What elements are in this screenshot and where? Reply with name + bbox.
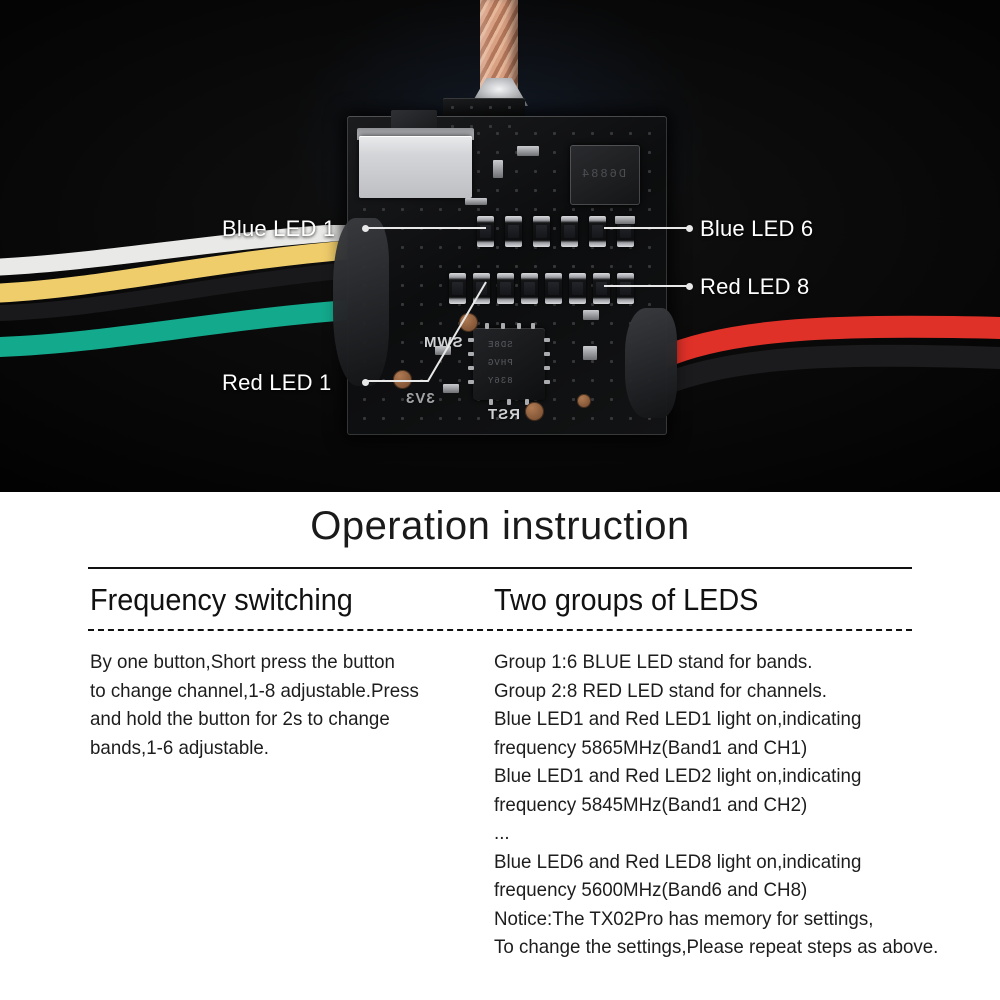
ic-pin-bottom <box>525 399 529 405</box>
body-line: To change the settings,Please repeat ste… <box>494 936 939 958</box>
ic-pin-right <box>544 380 550 384</box>
smd-resistor <box>443 384 459 393</box>
metal-shield-can <box>359 136 472 198</box>
body-line: Group 2:8 RED LED stand for channels. <box>494 679 827 702</box>
ic-pin-left <box>468 366 474 370</box>
body-line: Group 1:6 BLUE LED stand for bands. <box>494 651 813 673</box>
body-line: Blue LED1 and Red LED2 light on,indicati… <box>494 765 862 787</box>
body-line: Blue LED6 and Red LED8 light on,indicati… <box>494 850 862 873</box>
instruction-panel: Operation instruction Frequency switchin… <box>0 492 1000 1000</box>
silkscreen-3v3: 3V3 <box>405 390 435 407</box>
right-wire-bundle <box>649 315 1000 397</box>
body-line: ... <box>494 822 510 844</box>
red-led-6 <box>569 273 586 304</box>
ic-pin-top <box>485 323 489 329</box>
ic-pin-top <box>531 323 535 329</box>
red-led-7 <box>593 273 610 304</box>
hot-glue-right <box>625 308 677 418</box>
ic-pin-left <box>468 380 474 384</box>
smd-connector-pad <box>465 198 487 205</box>
red-led-3 <box>497 273 514 304</box>
red-led-5 <box>545 273 562 304</box>
ic-pin-left <box>468 352 474 356</box>
ic-pin-top <box>501 323 505 329</box>
blue-led-3 <box>533 216 550 247</box>
two-groups-of-leds-body: Group 1:6 BLUE LED stand for bands. Grou… <box>494 648 974 962</box>
ic-pin-top <box>517 323 521 329</box>
frequency-switching-body: By one button,Short press the button to … <box>90 648 474 762</box>
body-line: By one button,Short press the button <box>90 651 395 673</box>
product-photo: D6884 <box>0 0 1000 492</box>
callout-line-red-led-1 <box>366 281 487 382</box>
blue-led-2 <box>505 216 522 247</box>
title-divider <box>88 567 912 569</box>
solder-pad <box>459 313 478 332</box>
ic-pin-right <box>544 366 550 370</box>
smd-resistor <box>435 346 451 355</box>
callout-line-blue-led-1 <box>366 227 486 229</box>
callout-label-red-led-1: Red LED 1 <box>222 370 332 395</box>
column-heading-frequency-switching: Frequency switching <box>90 582 353 617</box>
smd-resistor <box>615 216 635 224</box>
callout-label-blue-led-1: Blue LED 1 <box>222 216 336 241</box>
solder-pad <box>525 402 544 421</box>
page-title: Operation instruction <box>310 504 690 548</box>
silkscreen-rst: RST <box>487 406 520 423</box>
red-led-8 <box>617 273 634 304</box>
red-led-4 <box>521 273 538 304</box>
ic-pin-bottom <box>507 399 511 405</box>
body-line: frequency 5865MHz(Band1 and CH1) <box>494 736 808 759</box>
callout-dot-red-led-8 <box>686 283 693 290</box>
ic-pin-right <box>544 352 550 356</box>
body-line: Blue LED1 and Red LED1 light on,indicati… <box>494 708 862 730</box>
body-line: frequency 5845MHz(Band1 and CH2) <box>494 793 808 816</box>
inductor-marking: D6884 <box>580 167 627 181</box>
blue-led-1 <box>477 216 494 247</box>
hot-glue-left <box>333 218 389 386</box>
callout-dot-blue-led-1 <box>362 225 369 232</box>
callout-label-red-led-8: Red LED 8 <box>700 274 810 299</box>
callout-line-red-led-8 <box>604 285 690 287</box>
ic-pin-bottom <box>489 399 493 405</box>
body-line: frequency 5600MHz(Band6 and CH8) <box>494 879 808 901</box>
blue-led-4 <box>561 216 578 247</box>
smd-capacitor <box>583 346 597 360</box>
left-wire-bundle <box>0 225 370 357</box>
blue-led-5 <box>589 216 606 247</box>
ic-pin-left <box>468 338 474 342</box>
smd-resistor <box>583 310 599 320</box>
solder-pad <box>393 370 412 389</box>
callout-dot-red-led-1 <box>362 379 369 386</box>
callout-line-blue-led-6 <box>604 227 690 229</box>
body-line: Notice:The TX02Pro has memory for settin… <box>494 907 874 930</box>
body-line: bands,1-6 adjustable. <box>90 736 270 759</box>
ic-pin-right <box>544 338 550 342</box>
smd-capacitor <box>493 160 503 178</box>
callout-label-blue-led-6: Blue LED 6 <box>700 216 814 241</box>
callout-dot-blue-led-6 <box>686 225 693 232</box>
section-dashed-divider <box>88 629 912 631</box>
main-ic-chip: SD8E PHVG 836Y <box>468 323 550 405</box>
shielded-inductor: D6884 <box>570 145 640 205</box>
red-led-1 <box>449 273 466 304</box>
solder-pad <box>577 394 591 408</box>
body-line: to change channel,1-8 adjustable.Press <box>90 679 419 702</box>
smd-capacitor <box>517 146 539 156</box>
column-heading-two-groups-of-leds: Two groups of LEDS <box>494 582 759 617</box>
body-line: and hold the button for 2s to change <box>90 708 390 730</box>
vtx-circuit-board: D6884 <box>333 98 677 435</box>
